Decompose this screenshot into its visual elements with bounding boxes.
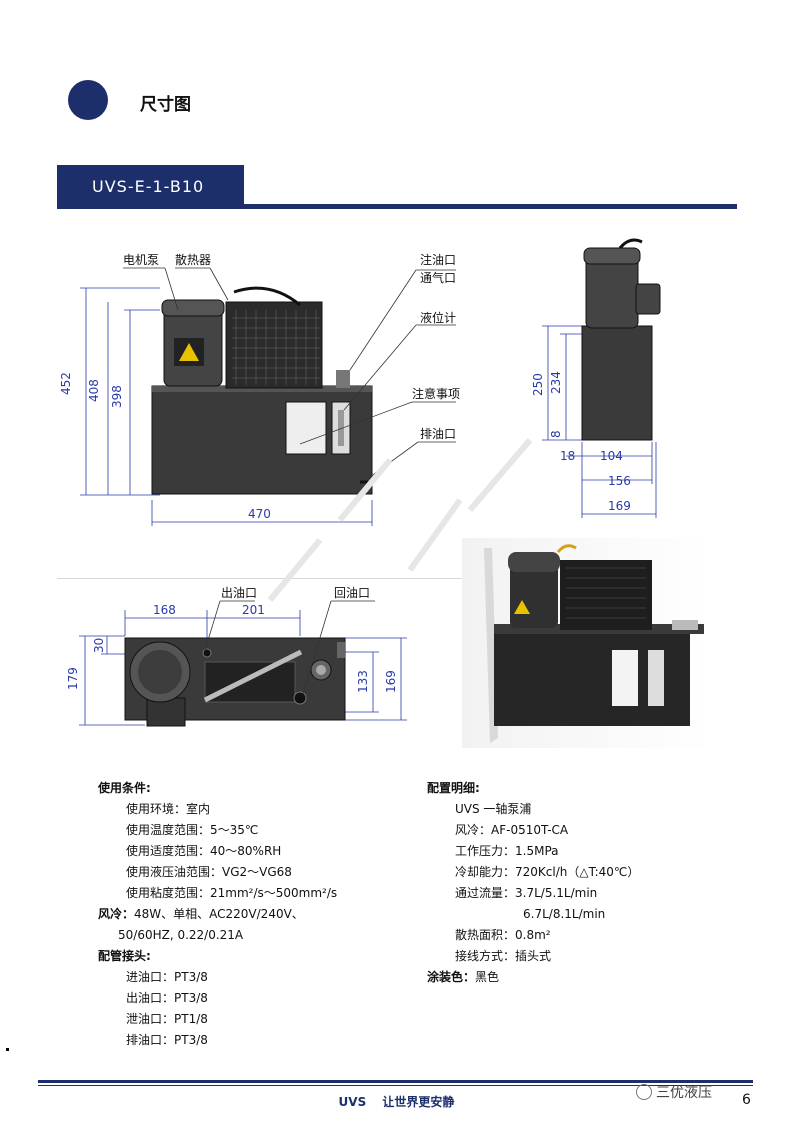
dim-169-top: 169: [384, 670, 398, 693]
label-fill-port: 注油口: [420, 252, 456, 267]
label-radiator: 散热器: [175, 252, 211, 267]
condition-item: 使用环境：室内: [126, 802, 211, 816]
label-drain-port: 排油口: [420, 427, 456, 441]
dim-470: 470: [248, 507, 271, 521]
divider: [57, 578, 477, 579]
footer-slogan-text: 让世界更安静: [382, 1095, 455, 1109]
dim-398: 398: [110, 385, 124, 408]
watermark-graphic: [267, 438, 533, 602]
config-item: 冷却能力：720Kcl/h（△T:40℃）: [455, 865, 640, 879]
footer-rule-thin: [38, 1085, 753, 1086]
label-outlet: 出油口: [221, 586, 257, 600]
label-notice: 注意事项: [412, 386, 460, 401]
dim-8: 8: [549, 430, 563, 438]
conditions-section: 使用条件: 使用环境：室内 使用温度范围：5～35℃ 使用适度范围：40～80%…: [98, 778, 398, 1051]
dim-18: 18: [560, 449, 575, 463]
section-bullet: [68, 80, 108, 120]
dim-179: 179: [66, 667, 80, 690]
pipe-item: 出油口：PT3/8: [126, 991, 208, 1005]
condition-item: 使用适度范围：40～80%RH: [126, 844, 282, 858]
model-underline: [57, 204, 737, 209]
dim-168: 168: [153, 603, 176, 617]
config-heading: 配置明细:: [427, 781, 480, 795]
side-view-drawing: 250 234 8 18 104 156 169: [531, 238, 661, 518]
dim-408: 408: [87, 379, 101, 402]
fan-line-2: 50/60HZ, 0.22/0.21A: [118, 928, 244, 942]
dim-452: 452: [59, 372, 73, 395]
condition-item: 使用液压油范围：VG2～VG68: [126, 865, 292, 879]
config-section: 配置明细: UVS 一轴泵浦 风冷：AF-0510T-CA 工作压力：1.5MP…: [427, 778, 747, 988]
product-photo: [462, 538, 712, 748]
config-item: 风冷：AF-0510T-CA: [455, 823, 569, 837]
config-item: 通过流量：3.7L/5.1L/min: [455, 886, 598, 900]
footer-rule: [38, 1080, 753, 1083]
model-label: UVS-E-1-B10: [57, 165, 244, 208]
config-item: 工作压力：1.5MPa: [455, 844, 559, 858]
dim-234: 234: [549, 371, 563, 394]
label-vent-port: 通气口: [420, 270, 456, 285]
paint-value: 黑色: [475, 970, 500, 984]
config-flow-line-2: 6.7L/8.1L/min: [523, 907, 606, 921]
dim-30: 30: [92, 638, 106, 653]
dim-133: 133: [356, 670, 370, 693]
fan-heading: 风冷：: [98, 907, 135, 921]
page-number: 6: [742, 1092, 751, 1108]
watermark-text: 三优液压: [656, 1085, 712, 1101]
paint-heading: 涂装色：: [427, 970, 476, 984]
config-item: 散热面积：0.8m²: [455, 928, 551, 942]
config-item: UVS 一轴泵浦: [455, 802, 532, 816]
page-title: 尺寸图: [140, 95, 191, 115]
pipe-item: 排油口：PT3/8: [126, 1033, 208, 1047]
dim-104: 104: [600, 449, 623, 463]
label-level-gauge: 液位计: [420, 310, 456, 325]
conditions-heading: 使用条件:: [98, 781, 151, 795]
dim-156: 156: [608, 474, 631, 488]
dim-201: 201: [242, 603, 265, 617]
pipe-heading: 配管接头:: [98, 949, 151, 963]
condition-item: 使用粘度范围：21mm²/s～500mm²/s: [126, 886, 338, 900]
top-view-drawing: 168 201 179 30 133 169 出油口 回油口: [66, 586, 407, 727]
pipe-item: 进油口：PT3/8: [126, 970, 208, 984]
fan-line-1: 48W、单相、AC220V/240V、: [134, 907, 304, 921]
condition-item: 使用温度范围：5～35℃: [126, 823, 259, 837]
stray-dot: [6, 1048, 9, 1051]
label-return: 回油口: [334, 586, 370, 600]
front-view-drawing: 452 408 398 470 电机泵 散热器 注油口 通气口 液位计 注意事项…: [59, 252, 460, 526]
config-item: 接线方式：插头式: [455, 949, 552, 963]
wechat-icon: [636, 1084, 652, 1100]
label-motor-pump: 电机泵: [123, 253, 159, 267]
pipe-item: 泄油口：PT1/8: [126, 1012, 208, 1026]
dim-169: 169: [608, 499, 631, 513]
footer-brand: UVS: [338, 1095, 367, 1109]
footer-slogan: UVS 让世界更安静: [0, 1093, 793, 1110]
dim-250: 250: [531, 373, 545, 396]
